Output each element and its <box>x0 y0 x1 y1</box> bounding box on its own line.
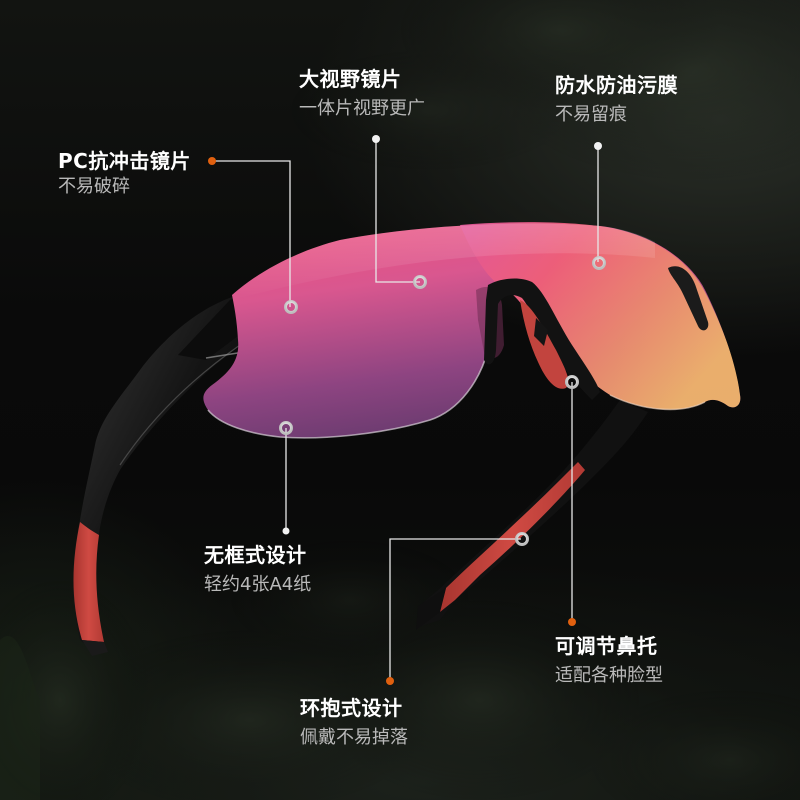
leader-line-pc-lens <box>212 160 291 307</box>
callout-title: 防水防油污膜 <box>555 73 678 97</box>
right-temple-arm <box>416 400 648 630</box>
callout-title: 可调节鼻托 <box>555 634 658 658</box>
callout-subtitle: 不易留痕 <box>555 104 627 125</box>
ring-marker-icon <box>515 532 529 546</box>
callout-wide-view: 大视野镜片 一体片视野更广 <box>299 66 425 122</box>
white-dot-icon <box>282 527 290 535</box>
callout-frameless: 无框式设计 轻约4张A4纸 <box>204 542 311 598</box>
callout-wrap: 环抱式设计 佩戴不易掉落 <box>300 695 408 751</box>
callout-subtitle: 一体片视野更广 <box>299 98 425 119</box>
callout-pc-lens: PC抗冲击镜片 不易破碎 <box>58 148 191 200</box>
leader-line-wide-view <box>375 140 420 283</box>
callout-subtitle: 不易破碎 <box>58 176 130 197</box>
white-dot-icon <box>372 135 380 143</box>
callout-title: 无框式设计 <box>204 543 307 567</box>
callout-title: 大视野镜片 <box>299 67 402 91</box>
leader-line-wrap <box>389 538 521 680</box>
orange-dot-icon <box>386 677 394 685</box>
orange-dot-icon <box>208 157 216 165</box>
nose-bridge <box>484 278 600 400</box>
callout-nose-pad: 可调节鼻托 适配各种脸型 <box>555 633 663 689</box>
ring-marker-icon <box>413 275 427 289</box>
label-dots <box>208 135 602 685</box>
ring-markers <box>279 256 606 546</box>
callout-title: PC抗冲击镜片 <box>58 149 191 173</box>
left-temple-arm <box>73 286 262 656</box>
callout-coating: 防水防油污膜 不易留痕 <box>555 72 678 128</box>
white-dot-icon <box>594 142 602 150</box>
callout-subtitle: 佩戴不易掉落 <box>300 727 408 748</box>
ring-marker-icon <box>279 421 293 435</box>
leader-lines <box>212 140 599 680</box>
orange-dot-icon <box>568 618 576 626</box>
callout-title: 环抱式设计 <box>300 696 403 720</box>
callout-subtitle: 轻约4张A4纸 <box>204 574 312 595</box>
ring-marker-icon <box>565 375 579 389</box>
callout-subtitle: 适配各种脸型 <box>555 665 663 686</box>
ring-marker-icon <box>284 300 298 314</box>
lens-shield <box>203 222 741 439</box>
ring-marker-icon <box>592 256 606 270</box>
